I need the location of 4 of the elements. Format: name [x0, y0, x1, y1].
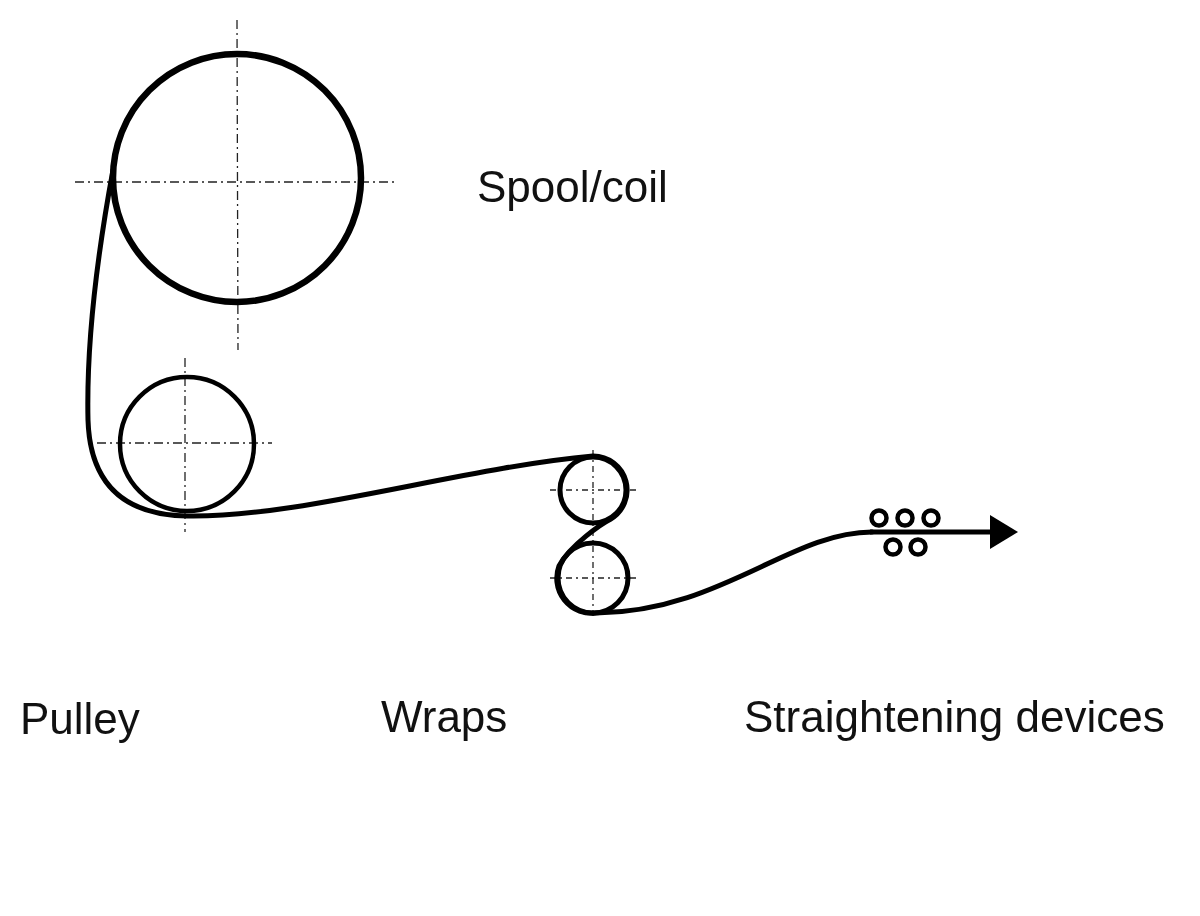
part-label: Wraps [381, 692, 508, 743]
part-label: Spool/coil [477, 162, 668, 213]
part-label: Straightening devices [744, 692, 1165, 743]
part-label: Pulley [20, 694, 140, 745]
